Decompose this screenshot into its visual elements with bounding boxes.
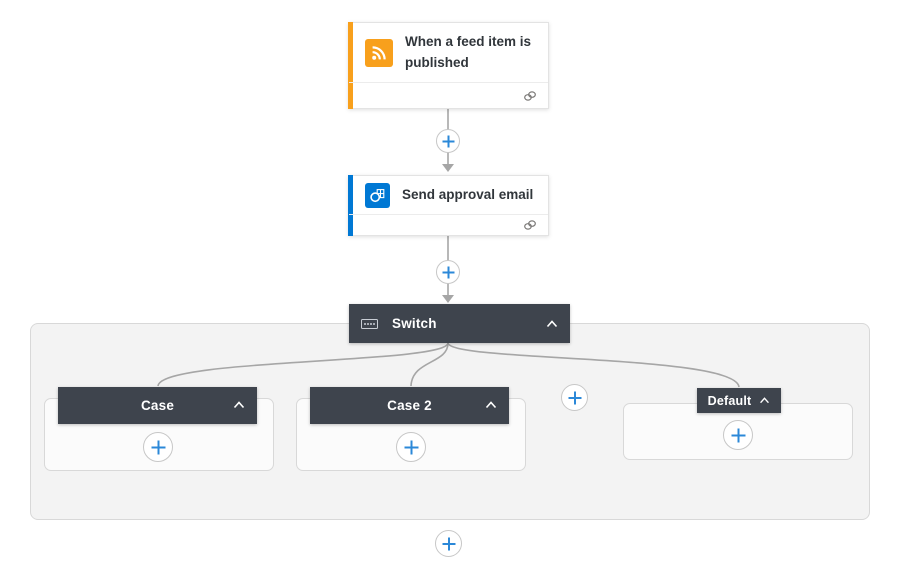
case-1-label: Case — [140, 398, 175, 413]
insert-step-button[interactable] — [436, 260, 460, 284]
chevron-up-icon[interactable] — [485, 401, 497, 409]
default-case-add-action-button[interactable] — [723, 420, 753, 450]
connection-link-icon — [523, 219, 537, 231]
case-2-label: Case 2 — [387, 398, 432, 413]
case-1-add-action-button[interactable] — [143, 432, 173, 462]
chevron-up-icon[interactable] — [546, 319, 558, 328]
case-2-add-action-button[interactable] — [396, 432, 426, 462]
insert-step-button[interactable] — [436, 129, 460, 153]
default-case-header[interactable]: Default — [697, 388, 781, 413]
trigger-card-footer — [349, 82, 548, 108]
case-2-header[interactable]: Case 2 — [310, 387, 509, 424]
trigger-accent-bar — [348, 22, 353, 109]
trigger-card[interactable]: When a feed item is published — [348, 22, 549, 109]
action-card-footer — [349, 214, 548, 235]
action-card[interactable]: Send approval email — [348, 175, 549, 236]
action-title: Send approval email — [402, 186, 534, 202]
default-case-label: Default — [707, 393, 752, 408]
chevron-up-icon[interactable] — [233, 401, 245, 409]
switch-control-icon — [361, 318, 378, 329]
connection-link-icon — [523, 90, 537, 102]
trigger-title: When a feed item is published — [405, 33, 532, 70]
rss-icon — [365, 38, 393, 67]
case-1-header[interactable]: Case — [58, 387, 257, 424]
new-step-button[interactable] — [435, 530, 462, 557]
switch-header[interactable]: Switch — [349, 304, 570, 343]
switch-label: Switch — [392, 316, 437, 331]
outlook-icon — [365, 182, 390, 208]
chevron-up-icon[interactable] — [759, 397, 770, 404]
action-accent-bar — [348, 175, 353, 236]
add-case-button[interactable] — [561, 384, 588, 411]
